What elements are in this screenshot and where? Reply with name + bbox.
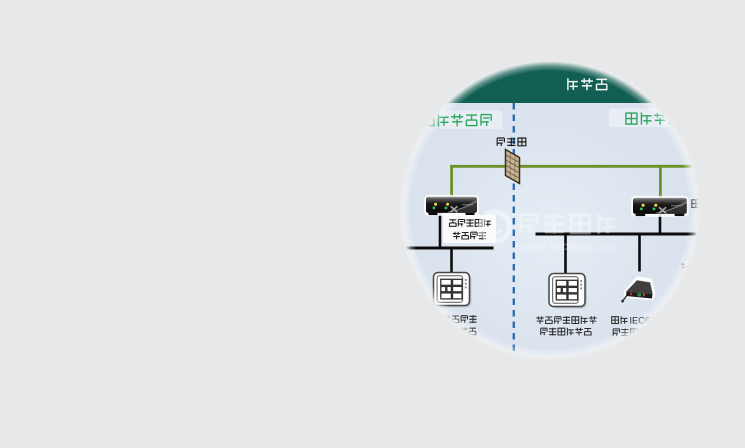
svg-text:EDIAN TECHNOLOGY: EDIAN TECHNOLOGY (515, 242, 619, 252)
svg-text:IEC61850: IEC61850 (630, 316, 671, 326)
